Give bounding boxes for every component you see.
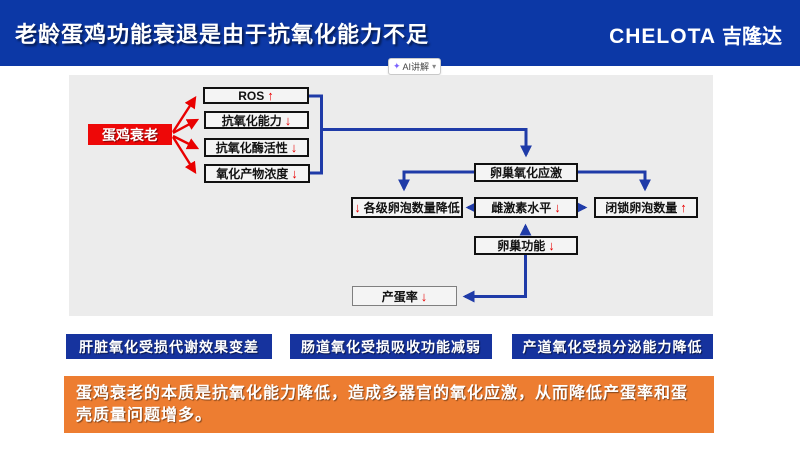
up-arrow-icon: ↑ [267,88,274,103]
ai-narration-button[interactable]: ✦ AI讲解 ▾ [388,58,442,75]
down-arrow-icon: ↓ [354,200,361,215]
node-laying-rate: 产蛋率 ↓ [352,286,457,306]
brand-logo-cn: 吉隆达 [722,26,782,48]
node-atretic-follicle-count: 闭锁卵泡数量 ↑ [594,197,698,218]
node-label: 卵巢氧化应激 [489,166,562,180]
sparkle-icon: ✦ [393,61,401,71]
down-arrow-icon: ↓ [284,112,292,128]
node-label: 雌激素水平 [491,201,552,215]
down-arrow-icon: ↓ [291,166,298,181]
node-label: 各级卵泡数量降低 [363,201,460,215]
node-ovary-function: 卵巢功能 ↓ [474,236,578,255]
down-arrow-icon: ↓ [420,288,428,304]
down-arrow-icon: ↓ [290,140,298,155]
node-label: 卵巢功能 [497,239,546,253]
node-label: 氧化产物浓度 [216,167,289,181]
slide-title: 老龄蛋鸡功能衰退是由于抗氧化能力不足 [15,22,430,47]
diagram-panel [69,75,713,316]
brand-logo-en: CHELOTA [609,25,716,48]
node-label: 产蛋率 [381,289,418,304]
header-bar: 老龄蛋鸡功能衰退是由于抗氧化能力不足 CHELOTA 吉隆达 [0,0,800,66]
down-arrow-icon: ↓ [548,238,555,253]
impact-box-liver: 肝脏氧化受损代谢效果变差 [66,334,272,359]
node-ros: ROS ↑ [203,87,309,104]
brand-logo: CHELOTA 吉隆达 [609,20,782,49]
node-label: 闭锁卵泡数量 [605,201,678,215]
ai-button-label: AI讲解 [402,62,430,72]
down-arrow-icon: ↓ [554,200,561,215]
node-label: 抗氧化酶活性 [215,141,288,155]
node-oxidation-product-concentration: 氧化产物浓度 ↓ [204,164,310,183]
node-hen-aging: 蛋鸡衰老 [88,124,172,145]
node-ovary-oxidative-stress: 卵巢氧化应激 [474,163,578,182]
node-follicle-count-decrease: ↓ 各级卵泡数量降低 [351,197,463,218]
up-arrow-icon: ↑ [680,200,687,215]
node-estrogen-level: 雌激素水平 ↓ [474,197,578,218]
node-label: 抗氧化能力 [221,113,282,128]
node-antioxidant-capacity: 抗氧化能力 ↓ [204,111,309,129]
node-antioxidant-enzyme-activity: 抗氧化酶活性 ↓ [204,138,309,157]
summary-box: 蛋鸡衰老的本质是抗氧化能力降低，造成多器官的氧化应激，从而降低产蛋率和蛋壳质量问… [64,376,714,433]
node-label: ROS [238,88,265,103]
impact-box-oviduct: 产道氧化受损分泌能力降低 [512,334,713,359]
chevron-down-icon: ▾ [432,61,437,71]
impact-box-intestine: 肠道氧化受损吸收功能减弱 [290,334,492,359]
